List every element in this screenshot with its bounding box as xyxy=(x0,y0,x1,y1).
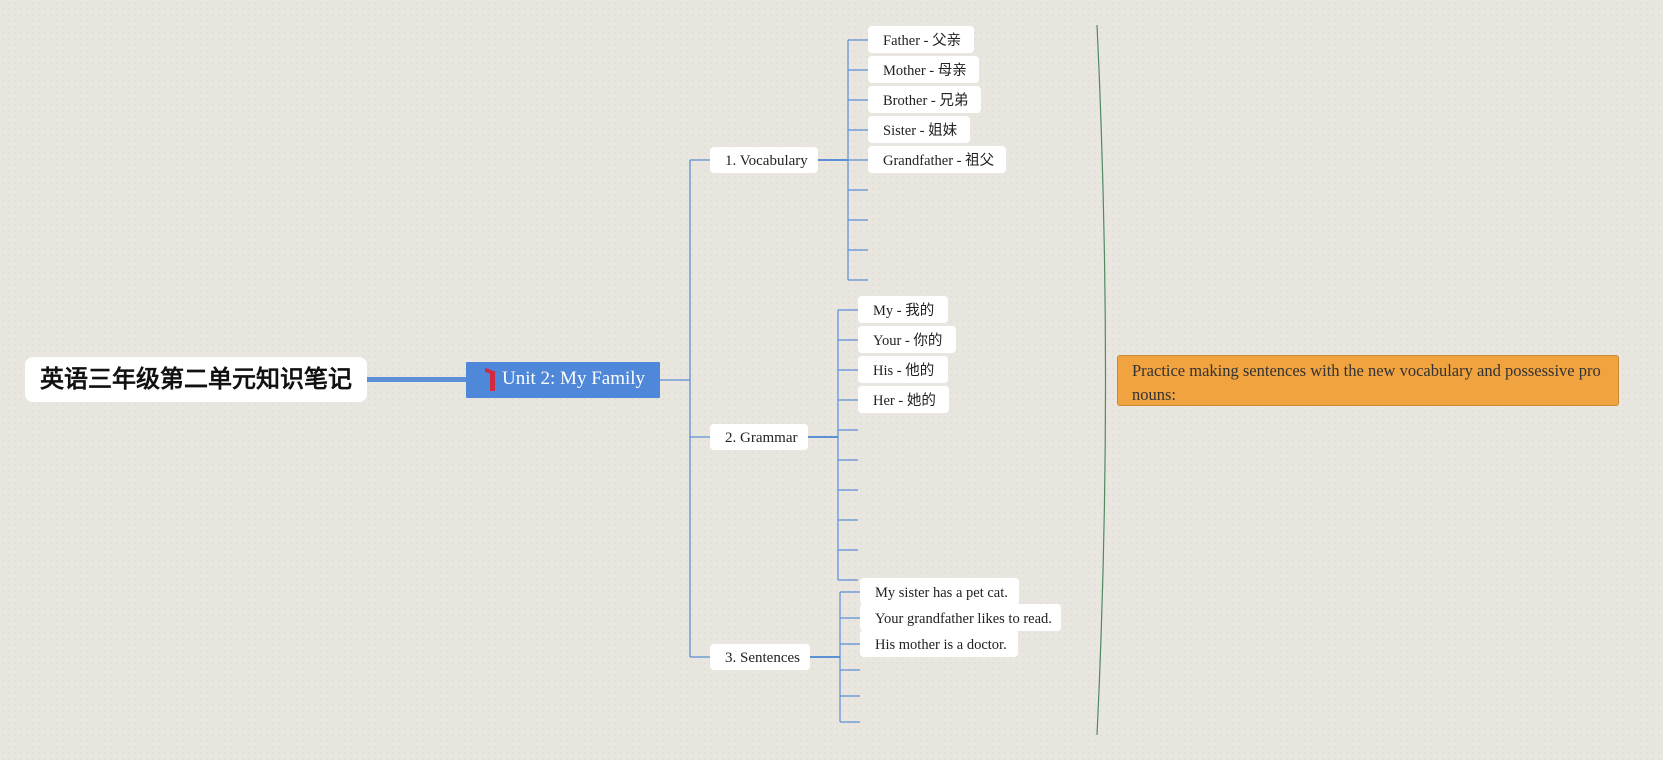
leaf-label: Father - 父亲 xyxy=(883,33,962,49)
leaf-item[interactable]: Your - 你的 xyxy=(858,326,956,353)
unit-trunk-connector xyxy=(660,159,710,658)
leaf-item[interactable]: His mother is a doctor. xyxy=(860,630,1018,657)
leaf-label: His - 他的 xyxy=(873,363,935,379)
branch-sentences[interactable]: 3. Sentences xyxy=(710,644,810,670)
leaf-label: Your grandfather likes to read. xyxy=(875,611,1052,627)
leaf-item[interactable]: His - 他的 xyxy=(858,356,948,383)
leaf-label: Brother - 兄弟 xyxy=(883,93,969,109)
leaf-label: His mother is a doctor. xyxy=(875,637,1007,653)
leaf-label: Grandfather - 祖父 xyxy=(883,153,995,169)
leaf-item[interactable]: Grandfather - 祖父 xyxy=(868,146,1006,173)
leaf-item[interactable]: Father - 父亲 xyxy=(868,26,974,53)
leaf-item[interactable]: My - 我的 xyxy=(858,296,948,323)
leaf-item[interactable]: Your grandfather likes to read. xyxy=(860,604,1061,631)
number-one-marker-icon xyxy=(488,369,495,391)
summary-note[interactable]: Practice making sentences with the new v… xyxy=(1117,355,1619,406)
leaf-item[interactable]: Her - 她的 xyxy=(858,386,949,413)
summary-text: Practice making sentences with the new v… xyxy=(1132,361,1601,404)
leaf-item[interactable]: Sister - 姐妹 xyxy=(868,116,970,143)
leaf-label: Her - 她的 xyxy=(873,393,936,409)
main-topic-label: Unit 2: My Family xyxy=(502,368,646,389)
branch-label: 3. Sentences xyxy=(725,650,800,666)
leaf-label: Sister - 姐妹 xyxy=(883,123,958,139)
branch-vocabulary[interactable]: 1. Vocabulary xyxy=(710,147,818,173)
leaf-item[interactable]: My sister has a pet cat. xyxy=(860,578,1019,605)
root-topic[interactable]: 英语三年级第二单元知识笔记 xyxy=(25,357,367,402)
branch-label: 2. Grammar xyxy=(725,430,798,446)
branch-lines xyxy=(808,39,868,723)
branch-grammar[interactable]: 2. Grammar xyxy=(710,424,808,450)
leaf-label: My - 我的 xyxy=(873,303,935,319)
leaf-label: Your - 你的 xyxy=(873,333,943,349)
leaf-label: Mother - 母亲 xyxy=(883,63,967,79)
leaf-item[interactable]: Brother - 兄弟 xyxy=(868,86,981,113)
leaf-label: My sister has a pet cat. xyxy=(875,585,1008,601)
summary-bracket xyxy=(1096,24,1107,736)
branch-label: 1. Vocabulary xyxy=(725,153,808,169)
root-title: 英语三年级第二单元知识笔记 xyxy=(40,365,352,393)
main-topic-unit[interactable]: Unit 2: My Family xyxy=(466,362,660,398)
leaf-item[interactable]: Mother - 母亲 xyxy=(868,56,979,83)
